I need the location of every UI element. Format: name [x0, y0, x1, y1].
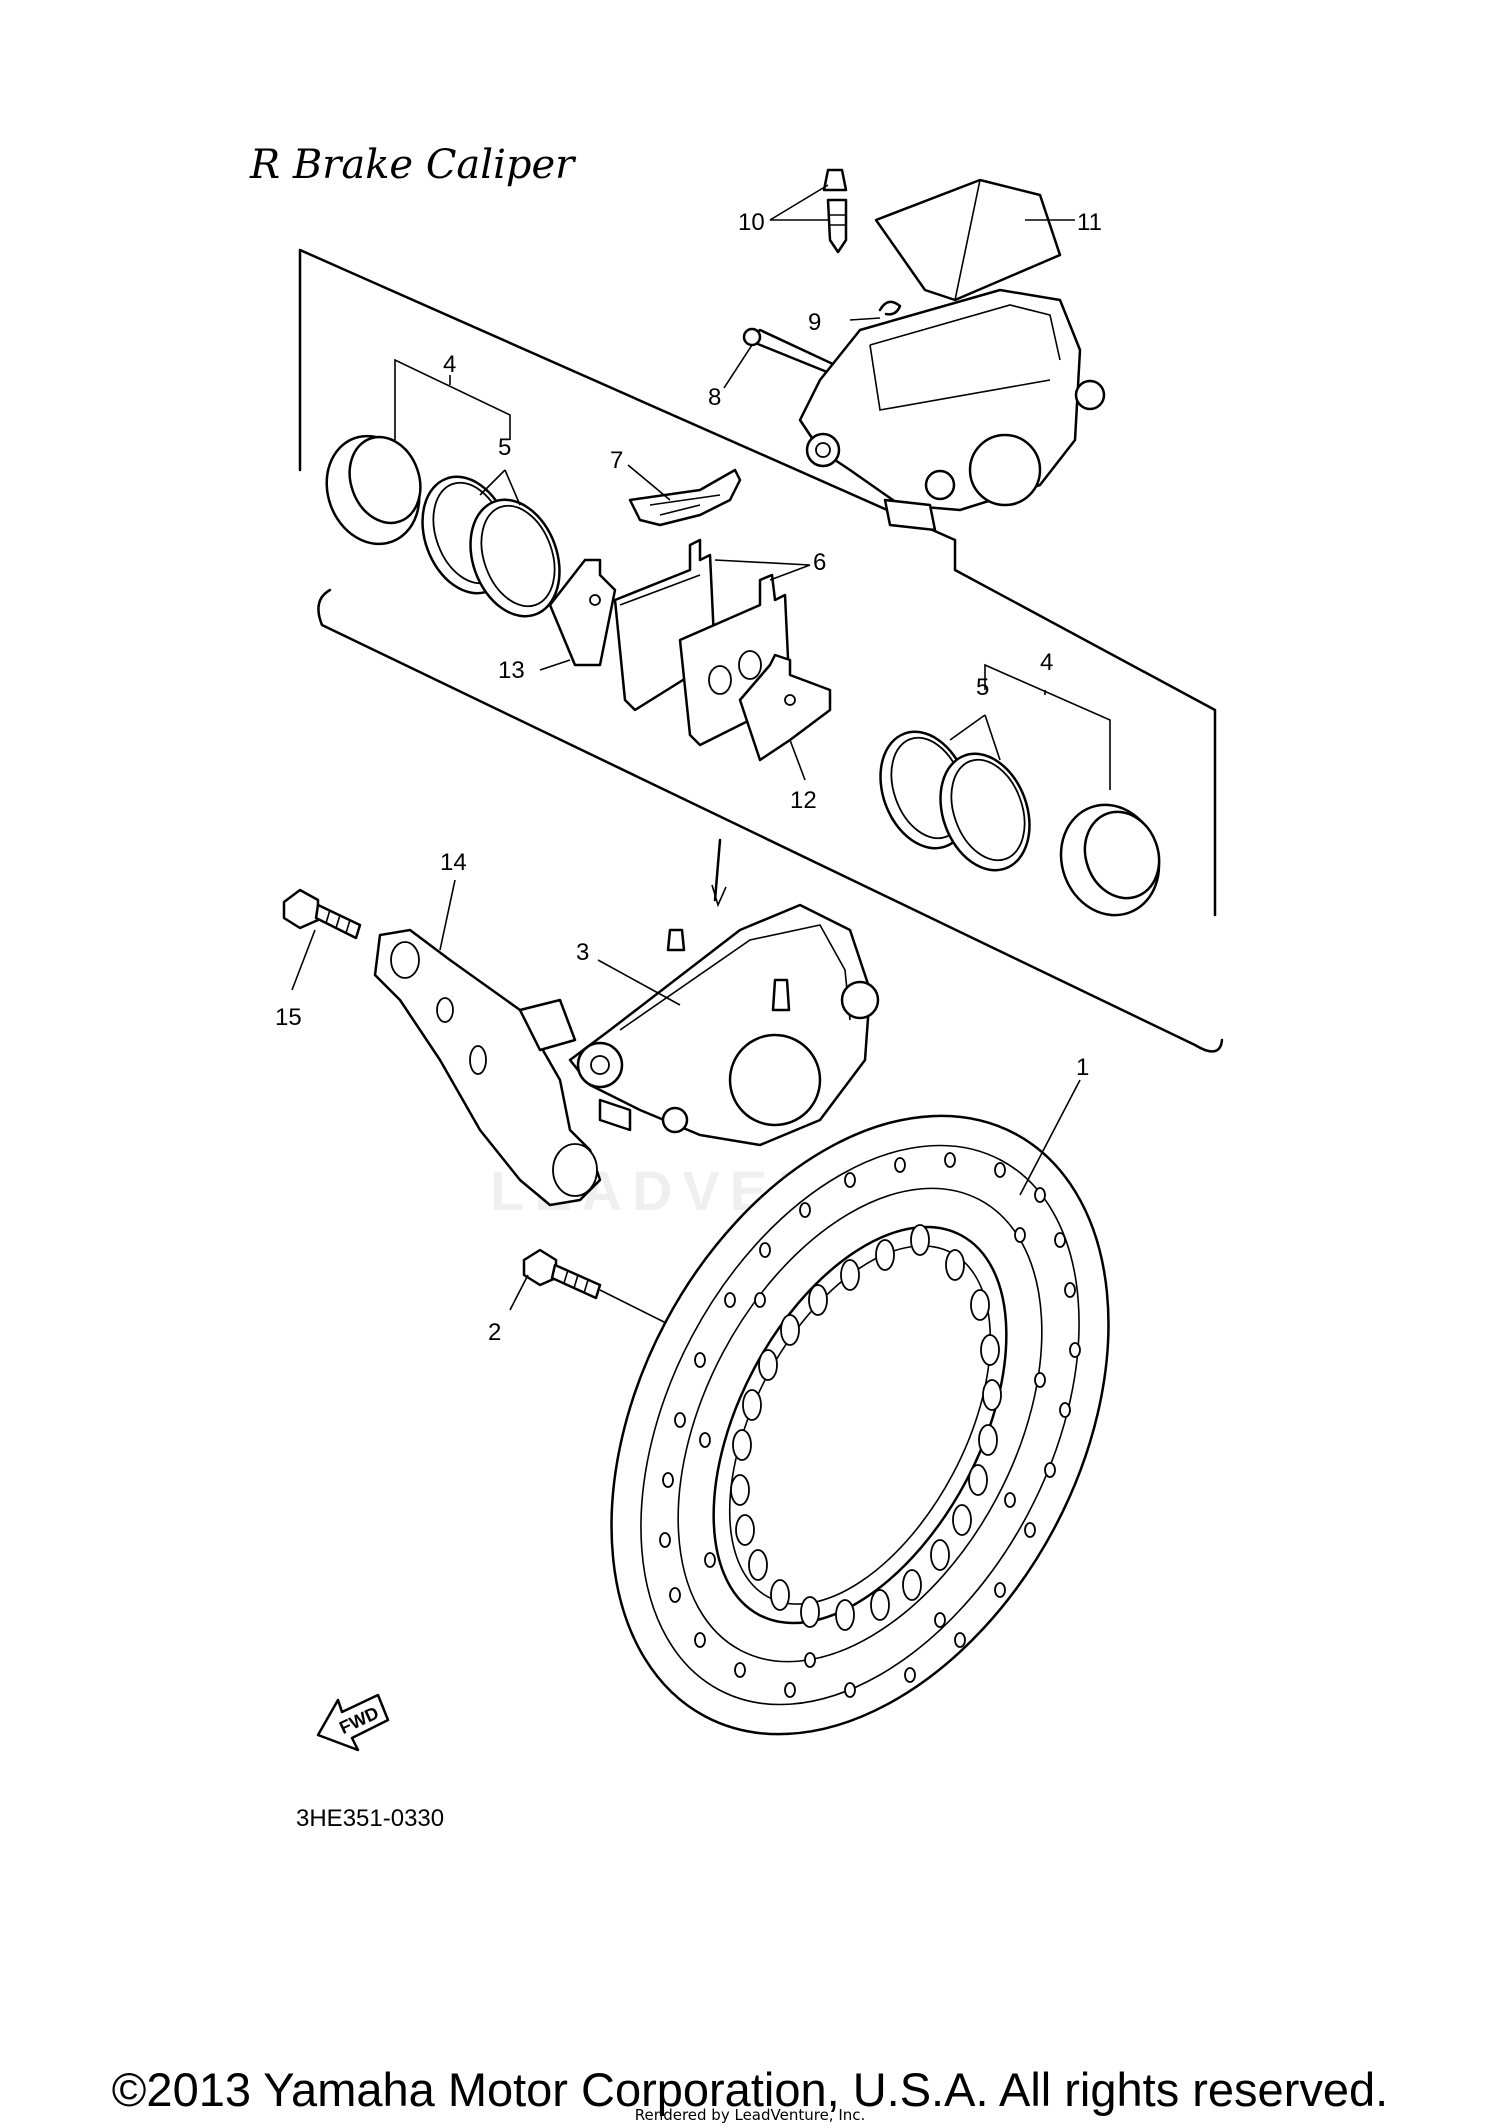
disc-bolt: [522, 1248, 602, 1300]
callout-4-left: 4: [443, 351, 456, 378]
diagram-code: 3HE351-0330: [296, 1805, 444, 1832]
part-number-labels: 1 2 3 4 4 5 5 6 7 8 9 10 11 12 13 14 15: [275, 209, 1102, 1346]
exploded-group-frame: [298, 248, 1224, 1053]
fwd-arrow-icon: FWD: [316, 1693, 390, 1752]
piston-seal-left-2: [469, 498, 561, 618]
callout-5-left: 5: [498, 434, 511, 461]
handwritten-title: R Brake Caliper: [249, 142, 577, 188]
callout-10: 10: [738, 209, 765, 236]
callout-12: 12: [790, 787, 817, 814]
pad-shim-right: [738, 653, 832, 762]
copyright-notice: ©2013 Yamaha Motor Corporation, U.S.A. A…: [111, 2063, 1389, 2116]
caliper-assembly: [568, 903, 880, 1147]
disc-slots: [730, 1224, 1002, 1631]
callout-13: 13: [498, 657, 525, 684]
callout-6: 6: [813, 549, 826, 576]
callout-3: 3: [576, 939, 589, 966]
caliper-upper: [798, 288, 1106, 532]
rendered-by-credit: Rendered by LeadVenture, Inc.: [634, 2106, 866, 2124]
callout-5-right: 5: [976, 674, 989, 701]
leader-lines: [291, 184, 1111, 1311]
disc-drill-holes: [659, 1152, 1081, 1698]
callout-9: 9: [808, 309, 821, 336]
bracket-bolt: [282, 888, 362, 940]
callout-4-right: 4: [1040, 649, 1053, 676]
pad-shim-left: [548, 558, 617, 667]
brake-disc: [610, 1114, 1110, 1736]
callout-15: 15: [275, 1004, 302, 1031]
callout-1: 1: [1076, 1054, 1089, 1081]
bleed-screw: [822, 168, 848, 254]
callout-7: 7: [610, 447, 623, 474]
callout-14: 14: [440, 849, 467, 876]
callout-8: 8: [708, 384, 721, 411]
pad-cover: [874, 178, 1062, 302]
pad-spring: [628, 468, 742, 527]
caliper-bracket: [373, 928, 602, 1207]
callout-11: 11: [1077, 209, 1102, 236]
piston-seal-right-2: [939, 752, 1031, 872]
piston-left: [325, 434, 422, 546]
piston-right: [1059, 803, 1161, 917]
callout-2: 2: [488, 1319, 501, 1346]
